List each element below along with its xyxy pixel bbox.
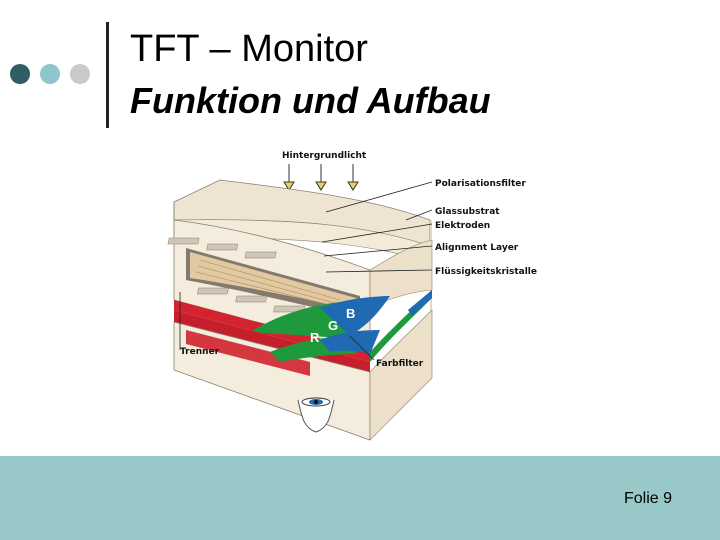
backlight-arrows	[284, 164, 358, 190]
label-electrodes: Elektroden	[435, 221, 490, 231]
label-alignment: Alignment Layer	[435, 243, 519, 253]
title-divider	[106, 22, 109, 128]
decorative-dots	[10, 64, 100, 86]
letter-blue: B	[346, 306, 355, 321]
slide-title: TFT – Monitor	[130, 28, 368, 71]
label-polarizer: Polarisationsfilter	[435, 179, 526, 189]
dot-1	[10, 64, 30, 84]
label-separator: Trenner	[180, 347, 220, 357]
dot-2	[40, 64, 60, 84]
slide-subtitle: Funktion und Aufbau	[130, 80, 491, 122]
letter-green: G	[328, 318, 338, 333]
label-backlight: Hintergrundlicht	[282, 151, 367, 161]
footer-bar: Folie 9	[0, 456, 720, 540]
label-crystals: Flüssigkeitskristalle	[435, 267, 537, 277]
tft-layer-diagram: Hintergrundlicht	[150, 140, 570, 445]
label-glass: Glassubstrat	[435, 207, 500, 217]
eye-icon	[298, 398, 334, 432]
slide-number: Folie 9	[624, 490, 672, 508]
label-colorfilter: Farbfilter	[376, 359, 424, 369]
letter-red: R	[310, 330, 320, 345]
dot-3	[70, 64, 90, 84]
